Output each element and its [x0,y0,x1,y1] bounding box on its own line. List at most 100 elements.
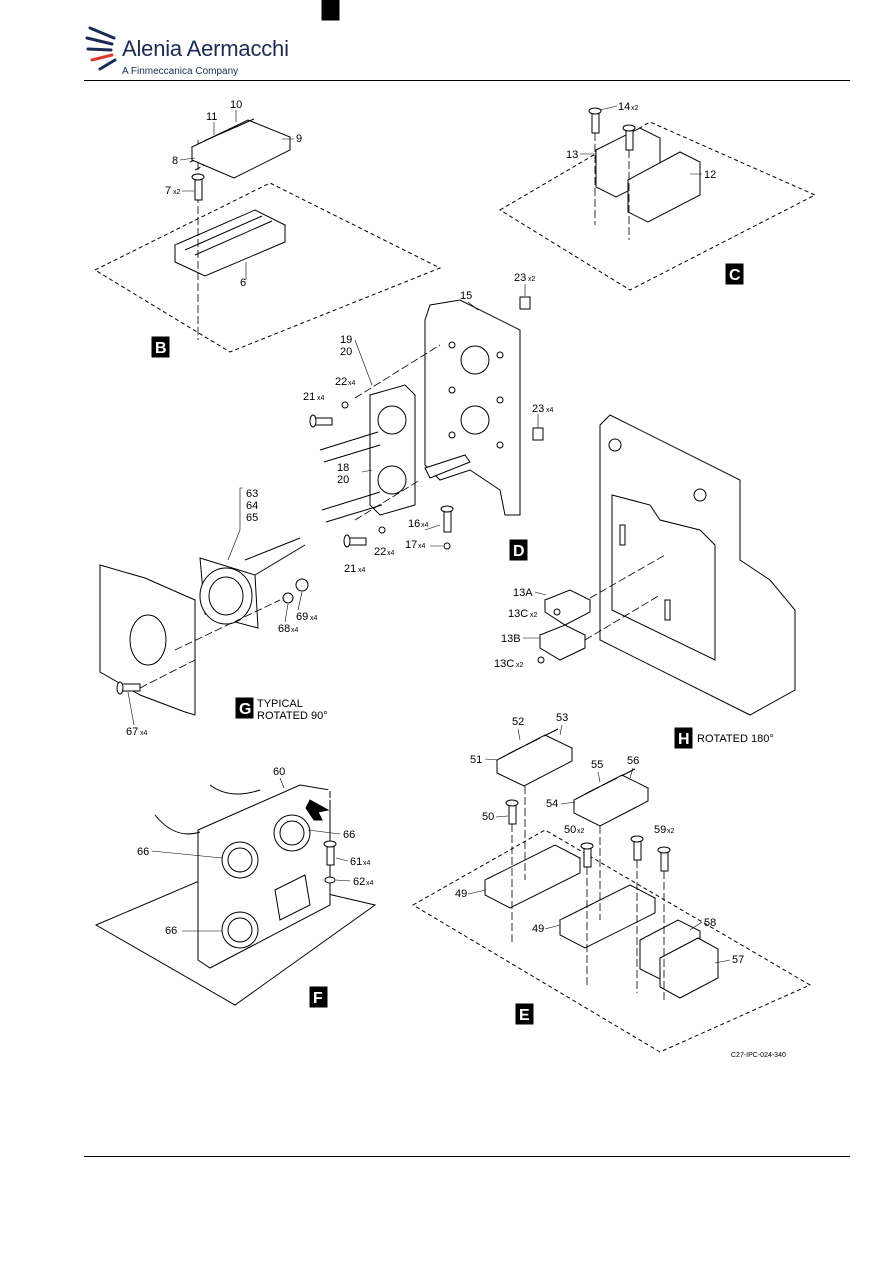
callout-13c-2: 13C [494,658,514,670]
view-letter-f: F [313,990,323,1007]
view-d-letter: D [509,539,528,561]
view-h [537,414,796,716]
callout-67-qty: x4 [140,730,148,737]
callout-50b: 50 [564,824,576,836]
callout-21b-qty: x4 [358,567,366,574]
view-d [309,296,544,550]
view-c-letter: C [725,263,744,285]
view-f [94,784,377,1006]
callout-18: 18 [337,462,349,474]
callout-22a-qty: x4 [348,380,356,387]
callout-67: 67 [126,726,138,738]
callout-62-qty: x4 [366,880,374,887]
callout-13: 13 [566,149,578,161]
brand-subtitle: A Finmeccanica Company [122,66,239,77]
view-d-leaders [354,284,539,547]
view-b-letter: B [151,336,170,358]
view-letter-c: C [729,267,741,284]
callout-14: 14 [618,101,630,113]
view-g-callouts: 63 64 65 69 x4 68 x4 67 x4 [126,488,318,738]
callout-68-qty: x4 [291,627,299,634]
callout-13a: 13A [513,587,533,599]
view-e-callouts: 52 53 51 55 56 54 50 50 x2 59 x2 49 49 5… [455,712,744,966]
callout-21b: 21 [344,563,356,575]
callout-21a-qty: x4 [317,395,325,402]
callout-51: 51 [470,754,482,766]
callout-21a: 21 [303,391,315,403]
view-letter-g: G [239,701,251,718]
view-c-leaders [580,105,702,175]
callout-13c-1: 13C [508,608,528,620]
brand-name: Alenia Aermacchi [122,36,289,61]
view-letter-d: D [513,543,525,560]
callout-20a: 20 [337,474,349,486]
callout-66b: 66 [137,846,149,858]
callout-23b: 23 [532,403,544,415]
view-c [499,107,817,291]
figure-code: C27-IPC-024-340 [731,1052,786,1059]
callout-20b: 20 [340,346,352,358]
callout-58: 58 [704,917,716,929]
callout-59-qty: x2 [667,828,675,835]
view-letter-b: B [155,340,167,357]
callout-52: 52 [512,716,524,728]
callout-66c: 66 [165,925,177,937]
view-f-callouts: 60 66 66 61 x4 62 x4 66 [137,766,374,937]
callout-17-qty: x4 [418,543,426,550]
callout-61-qty: x4 [363,860,371,867]
callout-50a: 50 [482,811,494,823]
callout-55: 55 [591,759,603,771]
view-letter-g-arrow: G [325,787,337,804]
view-g [99,537,309,716]
callout-17: 17 [405,539,417,551]
callout-15: 15 [460,290,472,302]
callout-8: 8 [172,155,178,167]
note-rotated-90: ROTATED 90° [257,710,328,722]
callout-49b: 49 [532,923,544,935]
view-b-callouts: 10 11 9 8 7 x2 6 [165,99,302,289]
note-rotated-180: ROTATED 180° [697,733,774,745]
callout-19: 19 [340,334,352,346]
callout-22b-qty: x4 [387,550,395,557]
view-letter-h: H [678,731,690,748]
view-e [412,728,812,1053]
callout-68: 68 [278,623,290,635]
callout-23a: 23 [514,272,526,284]
callout-11: 11 [206,111,217,123]
view-b [93,118,442,353]
callout-56: 56 [627,755,639,767]
callout-61: 61 [350,856,362,868]
callout-13c-1-qty: x2 [530,612,538,619]
callout-49a: 49 [455,888,467,900]
callout-14-qty: x2 [631,105,639,112]
callout-6: 6 [240,277,246,289]
callout-54: 54 [546,798,558,810]
callout-62: 62 [353,876,365,888]
callout-22a: 22 [335,376,347,388]
callout-69-qty: x4 [310,615,318,622]
view-h-callouts: 13A 13C x2 13B 13C x2 [494,587,538,670]
view-d-callouts: 23 x2 15 19 20 22 x4 21 x4 23 x4 18 20 1… [303,272,554,575]
view-h-leaders [523,591,547,639]
callout-23b-qty: x4 [546,407,554,414]
callout-12: 12 [704,169,716,181]
view-f-leaders [151,777,351,932]
brand-logo-mark [85,26,117,71]
view-c-callouts: 14 x2 13 12 [566,101,716,181]
callout-57: 57 [732,954,744,966]
callout-7-qty: x2 [173,189,181,196]
callout-63: 63 [246,488,258,500]
view-f-letter: G F [309,0,340,1008]
callout-53: 53 [556,712,568,724]
header-rule [84,80,850,81]
footer-rule [84,1156,850,1157]
page-header: Alenia Aermacchi A Finmeccanica Company [0,0,893,82]
view-e-letter: E [515,1003,534,1025]
callout-16-qty: x4 [421,522,429,529]
view-b-leaders [179,110,294,280]
callout-59: 59 [654,824,666,836]
view-g-leaders [127,487,303,726]
callout-23a-qty: x2 [528,276,536,283]
callout-50b-qty: x2 [577,828,585,835]
